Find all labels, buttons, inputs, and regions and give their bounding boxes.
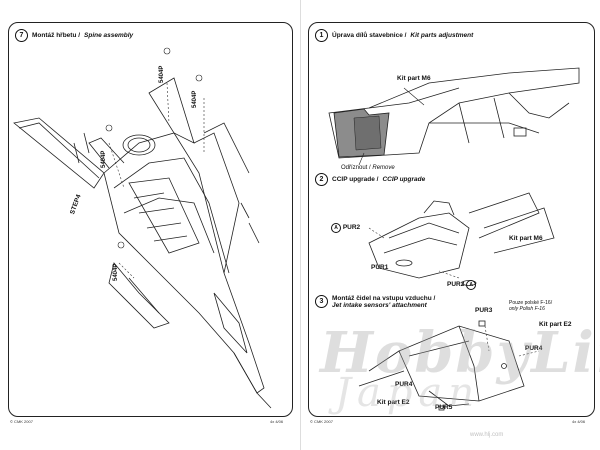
intake-sensors-drawing [358, 320, 540, 411]
part-label-3: 5404P [101, 150, 107, 168]
footer-copyright-right: © CMK 2007 [310, 419, 333, 424]
section-1-title-cz: Úprava dílů stavebnice / [332, 32, 407, 39]
spine-assembly-panel: 7 Montáž hřbetu / Spine assembly [8, 22, 293, 417]
right-instruction-page: 1 Úprava dílů stavebnice / Kit parts adj… [300, 0, 600, 450]
spine-assembly-header: 7 Montáž hřbetu / Spine assembly [15, 29, 133, 42]
polish-note-cz: Pouze polské F-16/ [509, 300, 553, 306]
kit-part-e2-label-b: Kit part E2 [377, 399, 410, 406]
section-1-title-en: Kit parts adjustment [410, 32, 474, 39]
polish-note: Pouze polské F-16/ only Polish F-16 [509, 300, 552, 312]
pur2-label-b: PUR2 A [447, 280, 477, 290]
section-2-badge: 2 [315, 173, 328, 186]
pur2-a-text: PUR2 [342, 224, 361, 231]
pur4-label-a: PUR4 [525, 345, 543, 352]
remove-cz: Odříznout / [341, 165, 371, 171]
footer-copyright: © CMK 2007 [10, 419, 33, 424]
kit-part-e2-label-a: Kit part E2 [539, 321, 572, 328]
section-3-header: 3 Montáž čidel na vstupu vzduchu / Jet i… [315, 295, 435, 309]
pur5-label: PUR5 [435, 404, 453, 411]
remove-en: Remove [372, 165, 395, 171]
pur1-label: PUR1 [371, 264, 389, 271]
aircraft-spine-drawing [13, 47, 272, 409]
kit-part-m6-label-2: Kit part M6 [509, 235, 543, 242]
section-2-title-cz: CCIP upgrade / [332, 176, 379, 183]
step-number-badge: 7 [15, 29, 28, 42]
kit-part-m6-label: Kit part M6 [397, 75, 431, 82]
kit-parts-adjustment-drawing [328, 67, 580, 166]
section-3-title-en: Jet intake sensors' attachment [332, 302, 427, 309]
watermark-logo-subtext: Japan [335, 370, 481, 416]
circle-a-icon-2: A [466, 280, 477, 290]
footer-code-right: 4x 4/06 [572, 419, 586, 424]
right-instructions-panel: 1 Úprava dílů stavebnice / Kit parts adj… [308, 22, 595, 417]
title-en: Spine assembly [84, 32, 134, 39]
pur4-label-b: PUR4 [395, 381, 413, 388]
watermark-url: www.hlj.com [470, 432, 504, 438]
polish-note-en: only Polish F-16 [509, 306, 545, 312]
left-instruction-page: 7 Montáž hřbetu / Spine assembly [8, 22, 293, 424]
title-cz: Montáž hřbetu / [32, 32, 81, 39]
pur2-b-text: PUR2 [447, 281, 465, 288]
section-1-badge: 1 [315, 29, 328, 42]
section-2-header: 2 CCIP upgrade / CCIP upgrade [315, 173, 425, 186]
part-label-2: 5404P [192, 90, 198, 108]
part-label-4: 5404P [113, 263, 119, 281]
part-label-1: 5404P [159, 65, 165, 83]
pur3-label: PUR3 [475, 307, 493, 314]
ccip-upgrade-drawing [368, 192, 555, 286]
circle-a-icon: A [331, 223, 341, 233]
page-divider [300, 0, 301, 450]
watermark-logo-text: HobbyLink [320, 320, 600, 386]
remove-label: Odříznout / Remove [341, 165, 395, 171]
section-1-header: 1 Úprava dílů stavebnice / Kit parts adj… [315, 29, 473, 42]
section-3-title-cz: Montáž čidel na vstupu vzduchu / [332, 295, 436, 302]
pur2-label-a: A PUR2 [331, 223, 360, 233]
section-3-badge: 3 [315, 295, 328, 308]
section-2-title-en: CCIP upgrade [382, 176, 426, 183]
footer-code: 4x 4/06 [270, 419, 284, 424]
